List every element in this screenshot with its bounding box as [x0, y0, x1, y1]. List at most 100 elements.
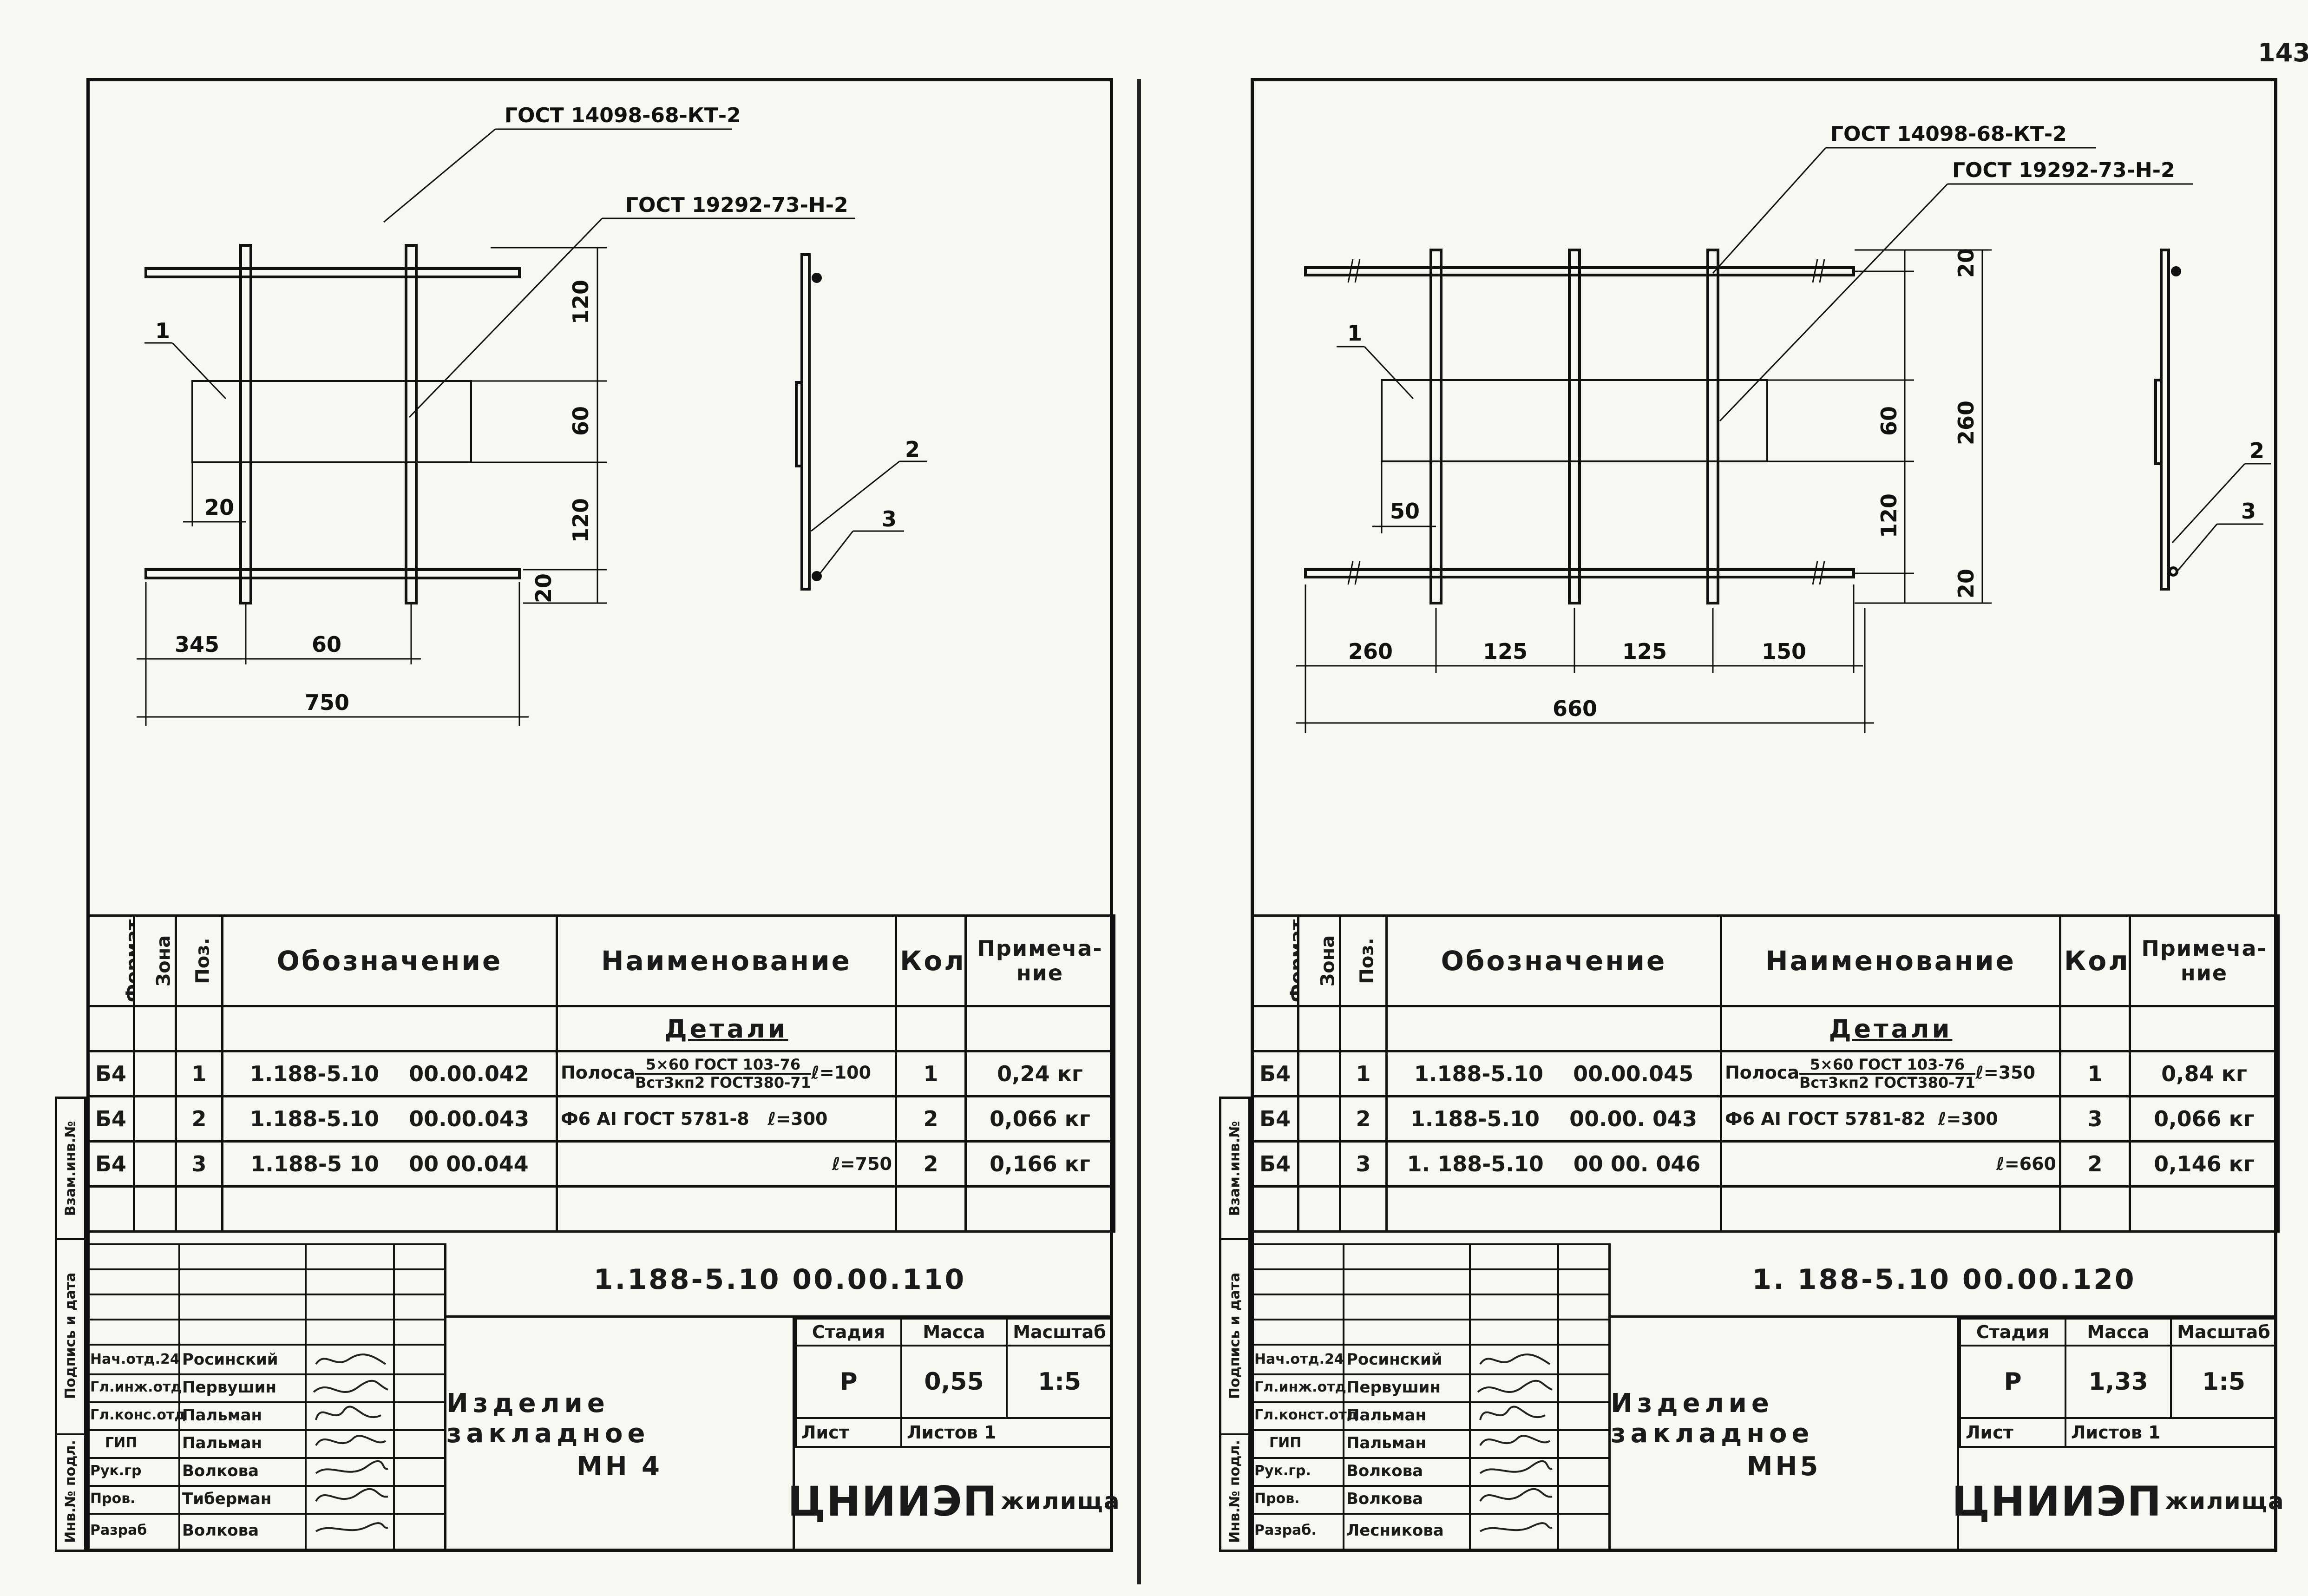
signatures-image — [313, 1353, 388, 1532]
mass-value: 1,33 — [2065, 1345, 2172, 1419]
row-note: 0,166 кг — [964, 1140, 1115, 1188]
plate — [1381, 379, 1768, 462]
dim-v-total: 260 — [1954, 401, 1979, 445]
leader-gost-14098: ГОСТ 14098-68-КТ-2 — [505, 104, 741, 127]
signer-role: Гл.инж.отд — [90, 1379, 182, 1395]
row-name: ℓ=660 — [1720, 1140, 2061, 1188]
scale-label: Масштаб — [2170, 1318, 2277, 1346]
row-qty: 2 — [895, 1140, 967, 1188]
row-format: Б4 — [86, 1140, 135, 1188]
sheets-count-label: Листов 1 — [900, 1417, 1113, 1448]
dim-total: 750 — [305, 690, 349, 715]
position-3: 3 — [2241, 499, 2256, 524]
signer-role: Пров. — [1254, 1491, 1300, 1507]
dim-h1: 260 — [1348, 639, 1393, 664]
signer-name: Тиберман — [182, 1490, 272, 1508]
col-qty: Кол. — [895, 914, 967, 1007]
col-designation: Обозначение — [1385, 914, 1722, 1007]
technical-drawing: 20 60 120 20 260 50 260 125 125 150 660 … — [1251, 78, 2277, 914]
col-pos: Поз. — [1339, 914, 1388, 1007]
signer-name: Волкова — [1346, 1490, 1423, 1508]
mass-value: 0,55 — [900, 1345, 1008, 1419]
row-pos: 2 — [175, 1095, 223, 1143]
rod-left — [239, 244, 252, 604]
side-label: Инв.№ подл. — [62, 1440, 79, 1543]
table-row: Б4 2 1.188-5.10 00.00.043 Ф6 АI ГОСТ 578… — [86, 1095, 1115, 1143]
sheet-frame — [1251, 78, 2277, 1552]
side-view-bar-top — [812, 273, 822, 283]
signer-name: Волкова — [182, 1521, 259, 1540]
row-pos: 3 — [175, 1140, 223, 1188]
signature-grid: Нач.отд.24 Росинский Гл.инж.отд Первушин… — [1251, 1243, 1608, 1552]
side-view-bar-top — [2171, 266, 2181, 276]
signer-name: Волкова — [182, 1462, 259, 1480]
col-format: Формат — [1251, 914, 1299, 1007]
side-label: Подпись и дата — [1226, 1272, 1243, 1399]
row-designation: 1.188-5.10 00.00.045 — [1385, 1050, 1722, 1097]
col-zone: Зона — [1297, 914, 1341, 1007]
signer-role: Рук.гр. — [1254, 1463, 1311, 1479]
sheets-count-label: Листов 1 — [2065, 1417, 2277, 1448]
row-qty: 1 — [895, 1050, 967, 1097]
signer-role: ГИП — [105, 1435, 138, 1451]
leader-gost-19292: ГОСТ 19292-73-Н-2 — [625, 193, 848, 217]
dim-h1: 345 — [175, 632, 219, 657]
col-note: Примеча-ние — [2129, 914, 2280, 1007]
title-block: Нач.отд.24 Росинский Гл.инж.отд Первушин… — [1251, 1243, 2284, 1555]
signatures-image — [1477, 1353, 1553, 1532]
stage-label: Стадия — [795, 1318, 902, 1346]
col-note: Примеча-ние — [964, 914, 1115, 1007]
row-note: 0,066 кг — [964, 1095, 1115, 1143]
position-2: 2 — [2249, 438, 2264, 463]
col-name: Наименование — [1720, 914, 2061, 1007]
signer-name: Пальман — [182, 1406, 262, 1425]
row-designation: 1.188-5.10 00.00. 043 — [1385, 1095, 1722, 1143]
signature-grid: Нач.отд.24 Росинский Гл.инж.отд Первушин… — [86, 1243, 444, 1552]
position-1: 1 — [1347, 321, 1362, 346]
drawing-sheet-mn4: 120 60 120 20 20 345 60 750 ГОСТ 14098-6… — [86, 78, 1120, 1555]
row-qty: 1 — [2059, 1050, 2131, 1097]
group-label: Детали — [1720, 1005, 2061, 1052]
col-designation: Обозначение — [221, 914, 558, 1007]
row-qty: 2 — [2059, 1140, 2131, 1188]
mass-label: Масса — [2065, 1318, 2172, 1346]
row-pos: 2 — [1339, 1095, 1388, 1143]
col-name: Наименование — [556, 914, 897, 1007]
title-line-1: Изделие закладное — [446, 1388, 650, 1449]
drawing-sheet-mn5: 20 60 120 20 260 50 260 125 125 150 660 … — [1251, 78, 2284, 1555]
rod-3 — [1706, 249, 1719, 604]
scale-value: 1:5 — [2170, 1345, 2277, 1419]
title-block: Нач.отд.24 Росинский Гл.инж.отд Первушин… — [86, 1243, 1120, 1555]
side-label: Инв.№ подл. — [1226, 1440, 1243, 1543]
sheet-frame — [86, 78, 1113, 1552]
signer-role: Гл.конс.отд — [90, 1407, 186, 1423]
signer-name: Первушин — [1346, 1378, 1441, 1397]
rod-1 — [1429, 249, 1442, 604]
row-qty: 2 — [895, 1095, 967, 1143]
scale-label: Масштаб — [1006, 1318, 1113, 1346]
row-pos: 1 — [1339, 1050, 1388, 1097]
row-note: 0,84 кг — [2129, 1050, 2280, 1097]
signer-role: Рук.гр — [90, 1463, 142, 1479]
product-title: Изделие закладное МН 4 — [444, 1318, 793, 1552]
row-designation: 1.188-5.10 00.00.042 — [221, 1050, 558, 1097]
side-view-bar-bottom — [2168, 566, 2178, 577]
dim-v-mid: 60 — [568, 406, 593, 436]
table-row: Б4 3 1.188-5 10 00 00.044 ℓ=750 2 0,166 … — [86, 1140, 1115, 1188]
table-row: Б4 3 1. 188-5.10 00 00. 046 ℓ=660 2 0,14… — [1251, 1140, 2280, 1188]
side-view-plate — [795, 381, 803, 467]
document-code: 1.188-5.10 00.00.110 — [444, 1243, 1113, 1318]
row-designation: 1.188-5 10 00 00.044 — [221, 1140, 558, 1188]
scale-value: 1:5 — [1006, 1345, 1113, 1419]
position-2: 2 — [905, 437, 920, 462]
specification-table: Формат Зона Поз. Обозначение Наименовани… — [86, 914, 1115, 1233]
table-row-empty — [1251, 1185, 2280, 1233]
sheet-label: Лист — [1959, 1417, 2066, 1448]
spec-group-row: Детали — [86, 1005, 1115, 1052]
rod-2 — [1568, 249, 1581, 604]
